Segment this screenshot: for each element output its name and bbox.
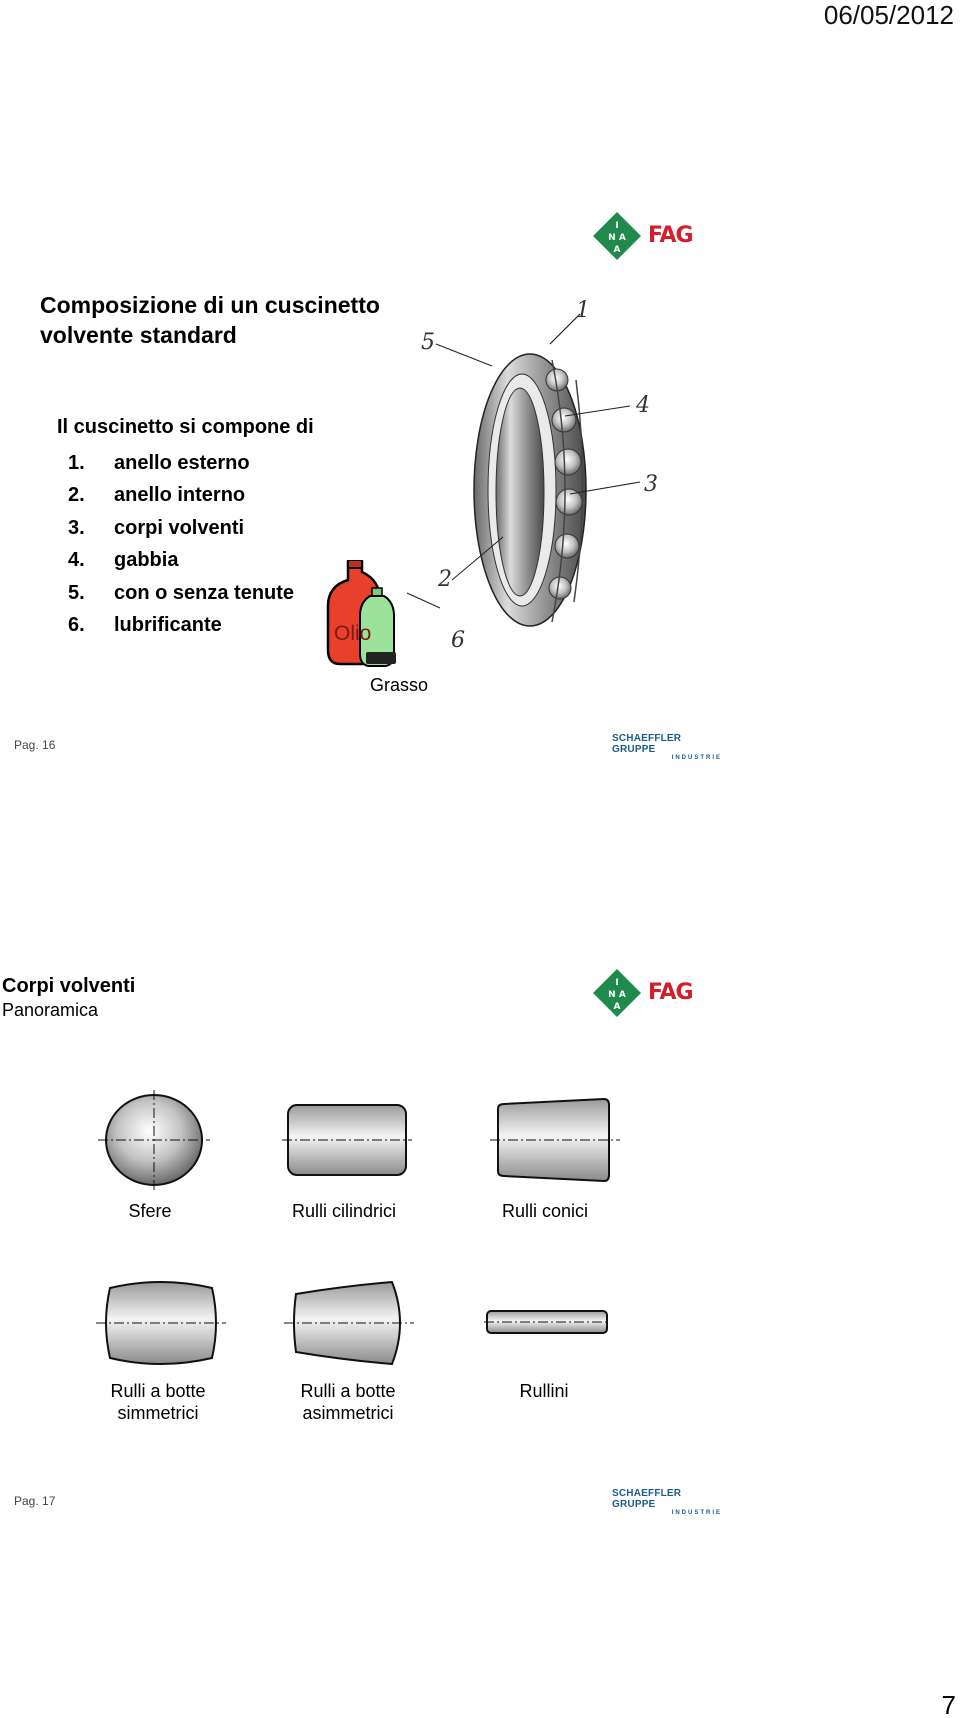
label-rulli-a-botte-simmetrici: Rulli a botte simmetrici: [88, 1380, 228, 1424]
page-number: 7: [941, 1690, 956, 1718]
list-item: 4. gabbia: [68, 544, 294, 576]
asymmetric-barrel-roller-shape: [284, 1280, 414, 1366]
page-label-16: Pag. 16: [14, 738, 55, 752]
schaeffler-logo-16: SCHAEFFLER GRUPPE INDUSTRIE: [612, 733, 722, 761]
list-item-text: corpi volventi: [114, 516, 245, 539]
slide-16-title: Composizione di un cuscinetto volvente s…: [40, 290, 420, 350]
page-label-17: Pag. 17: [14, 1494, 55, 1508]
list-item-number: 1.: [68, 452, 85, 474]
ina-fag-logo: I N A A FAG: [592, 968, 702, 1018]
ina-diamond-icon: I N A A: [593, 969, 641, 1017]
list-item: 2. anello interno: [68, 479, 294, 511]
list-item-text: anello esterno: [114, 452, 250, 474]
list-item-number: 5.: [68, 581, 85, 604]
industrie-logo-text: INDUSTRIE: [671, 755, 722, 761]
list-item: 1. anello esterno: [68, 447, 294, 479]
label-rullini: Rullini: [519, 1381, 569, 1401]
label-line-1: Rulli a botte: [300, 1381, 396, 1401]
cylindrical-roller-shape: [282, 1104, 412, 1176]
slide-16-title-line-2: volvente standard: [40, 322, 237, 348]
document-date: 06/05/2012: [823, 0, 954, 30]
industrie-logo-text: INDUSTRIE: [671, 1510, 722, 1516]
slide-17-title: Corpi volventi: [2, 975, 136, 997]
slide-17-subtitle: Panoramica: [2, 1000, 99, 1020]
tapered-roller-shape: [490, 1097, 620, 1183]
list-item-number: 2.: [68, 484, 85, 507]
slide-16-title-line-1: Composizione di un cuscinetto: [40, 292, 380, 318]
callout-lines: [406, 313, 641, 609]
page-label-number: 16: [42, 738, 56, 752]
page-label-number: 17: [42, 1494, 56, 1508]
list-item-number: 6.: [68, 614, 85, 637]
schaeffler-logo-text: SCHAEFFLER GRUPPE: [612, 1488, 682, 1510]
ina-diamond-icon: I N A A: [593, 212, 641, 260]
page-label-text: Pag.: [14, 738, 39, 752]
label-sfere: Sfere: [128, 1201, 172, 1221]
grease-bottle-icon: [359, 587, 396, 667]
callout-5: 5: [421, 330, 435, 355]
lubricant-bottles-illustration: [326, 560, 396, 667]
bearing-illustration: [473, 353, 587, 627]
label-rulli-a-botte-asimmetrici: Rulli a botte asimmetrici: [278, 1380, 418, 1424]
list-item: 5. con o senza tenute: [68, 577, 294, 609]
schaeffler-logo-17: SCHAEFFLER GRUPPE INDUSTRIE: [612, 1488, 722, 1516]
callout-4: 4: [636, 393, 650, 418]
callout-6: 6: [451, 628, 465, 653]
svg-text:I: I: [615, 978, 618, 988]
label-line-2: asimmetrici: [302, 1403, 394, 1423]
oil-label: Olio: [334, 622, 372, 645]
ina-fag-logo: I N A A FAG: [592, 211, 702, 261]
list-item-text: gabbia: [114, 549, 179, 572]
schaeffler-logo-text: SCHAEFFLER GRUPPE: [612, 733, 682, 755]
components-list: 1. anello esterno 2. anello interno 3. corp…: [68, 447, 294, 641]
list-item-text: anello interno: [114, 484, 246, 507]
needle-roller-shape: [484, 1310, 610, 1334]
ball-shape: [98, 1090, 210, 1190]
label-line-2: simmetrici: [117, 1403, 199, 1423]
list-item-text: lubrificante: [114, 614, 222, 637]
symmetric-barrel-roller-shape: [96, 1281, 226, 1365]
label-rulli-conici: Rulli conici: [501, 1201, 589, 1221]
list-item-number: 3.: [68, 516, 85, 539]
list-item: 6. lubrificante: [68, 609, 294, 641]
svg-text:A: A: [614, 245, 621, 255]
label-line-1: Rulli a botte: [110, 1381, 206, 1401]
callout-3: 3: [644, 472, 658, 497]
list-item-text: con o senza tenute: [114, 581, 295, 604]
page-label-text: Pag.: [14, 1494, 39, 1508]
fag-logo-text: FAG: [648, 223, 694, 248]
fag-logo-text: FAG: [648, 980, 694, 1005]
callout-2: 2: [438, 567, 452, 592]
svg-text:I: I: [615, 221, 618, 231]
label-rulli-cilindrici: Rulli cilindrici: [291, 1201, 397, 1221]
grease-label: Grasso: [370, 675, 429, 695]
svg-text:A: A: [614, 1002, 621, 1012]
list-item-number: 4.: [68, 549, 85, 572]
list-item: 3. corpi volventi: [68, 512, 294, 544]
components-intro: Il cuscinetto si compone di: [57, 416, 314, 438]
svg-text:N A: N A: [608, 233, 626, 243]
callout-1: 1: [576, 298, 590, 323]
svg-text:N A: N A: [608, 990, 626, 1000]
